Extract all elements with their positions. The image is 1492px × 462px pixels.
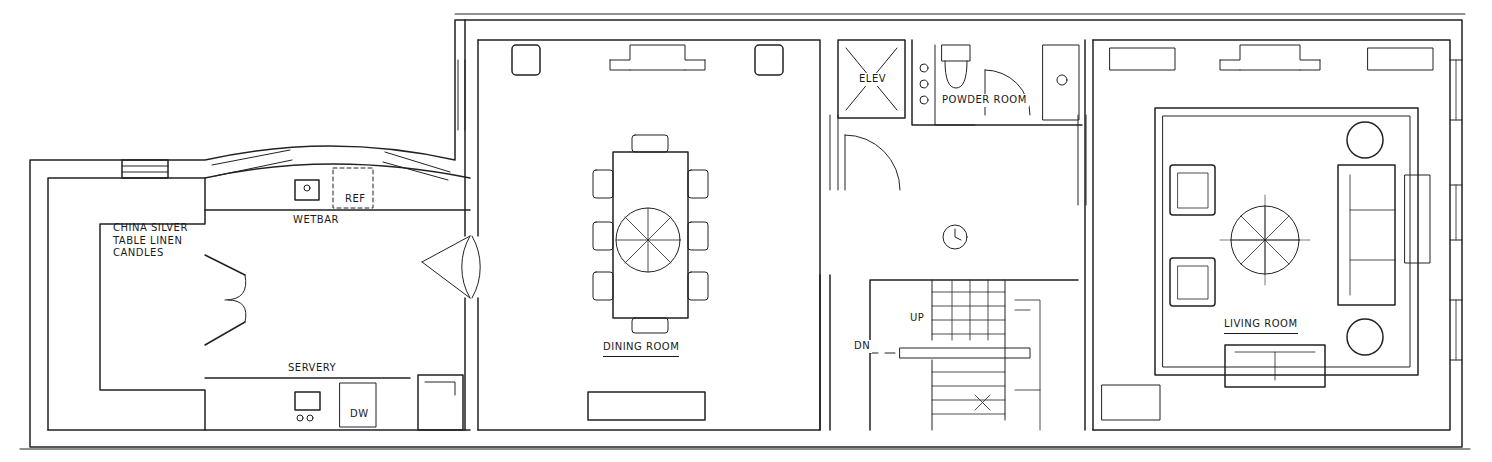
room-label: LIVING ROOM — [1224, 318, 1298, 334]
room-label: DINING ROOM — [603, 341, 679, 357]
appliance-label: DW — [350, 408, 369, 421]
stair-direction: DN — [852, 340, 872, 353]
stair-direction: UP — [908, 312, 926, 325]
room-label: POWDER ROOM — [940, 94, 1029, 107]
storage-note: CHINA SILVER TABLE LINEN CANDLES — [113, 222, 193, 260]
appliance-label: REF — [345, 193, 366, 206]
room-label: SERVERY — [288, 362, 336, 375]
elevator-label: ELEV — [857, 73, 888, 86]
room-label: WETBAR — [293, 214, 339, 227]
